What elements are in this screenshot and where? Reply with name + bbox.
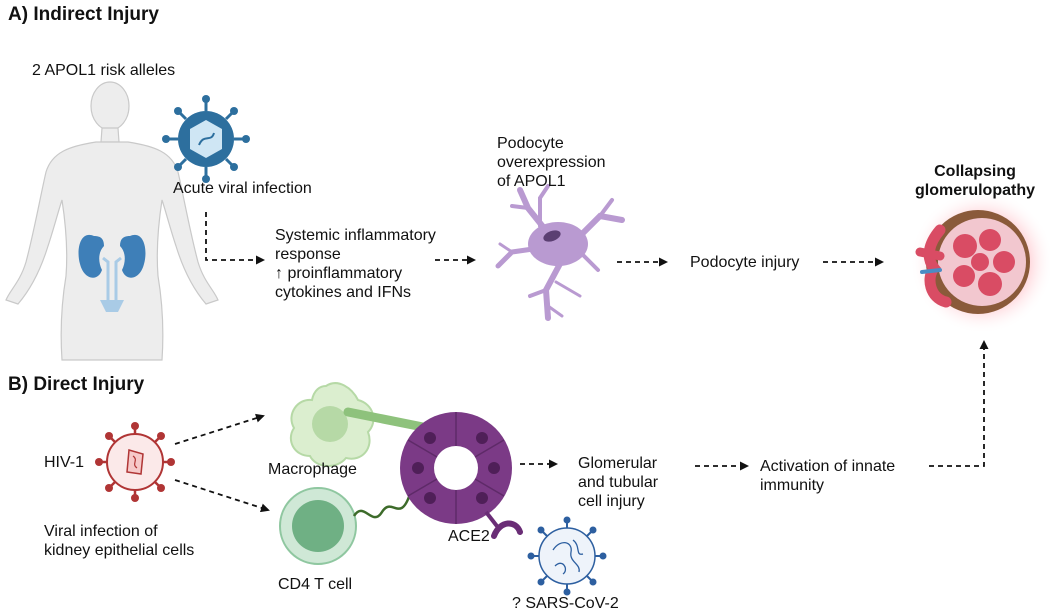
glom-line-1: Glomerular xyxy=(578,455,658,472)
sars-cov-2-icon xyxy=(527,516,607,596)
tcell-ace2-link xyxy=(352,493,412,519)
innate-line-2: immunity xyxy=(760,477,825,494)
outcome-line-2: glomerulopathy xyxy=(914,182,1035,199)
sars-cov-2-label: ? SARS-CoV-2 xyxy=(512,595,619,612)
macrophage-icon xyxy=(289,382,375,467)
macrophage-ace2-link xyxy=(343,407,433,433)
cd4-t-cell-icon xyxy=(279,487,357,565)
cd4-t-cell-label: CD4 T cell xyxy=(278,576,353,593)
glom-line-2: and tubular xyxy=(578,474,659,491)
hiv-virus-icon xyxy=(95,422,175,502)
podocyte-line-1: Podocyte xyxy=(497,135,564,152)
systemic-line-3: ↑ proinflammatory xyxy=(275,265,403,282)
glomerulus-icon xyxy=(910,190,1050,334)
section-b-heading: B) Direct Injury xyxy=(8,374,145,395)
viral-line-2: kidney epithelial cells xyxy=(44,542,195,559)
acute-virus-icon xyxy=(162,95,250,183)
outcome-line-1: Collapsing xyxy=(934,163,1016,180)
arrow-innate-to-glomerulopathy xyxy=(929,340,989,467)
podocyte-injury-label: Podocyte injury xyxy=(690,254,800,271)
section-a-heading: A) Indirect Injury xyxy=(8,4,159,25)
podocyte-nucleus xyxy=(543,230,561,242)
podocyte-body xyxy=(528,222,588,266)
epithelial-cell-ring-icon xyxy=(400,412,512,524)
arrow-hiv-to-macrophage xyxy=(174,413,265,445)
risk-alleles-label: 2 APOL1 risk alleles xyxy=(32,62,176,79)
ace2-receptor-icon xyxy=(491,520,523,539)
systemic-line-2: response xyxy=(275,246,341,263)
glom-line-3: cell injury xyxy=(578,493,645,510)
human-body-icon xyxy=(5,81,219,361)
viral-line-1: Viral infection of xyxy=(44,523,158,540)
systemic-line-4: cytokines and IFNs xyxy=(275,284,412,301)
kidneys-icon xyxy=(78,234,146,312)
arrow-infection-to-systemic xyxy=(205,212,265,265)
systemic-line-1: Systemic inflammatory xyxy=(275,227,436,244)
podocyte-line-3: of APOL1 xyxy=(497,173,566,190)
arrow-hiv-to-tcell xyxy=(174,479,270,513)
macrophage-label: Macrophage xyxy=(268,461,357,478)
acute-viral-infection-label: Acute viral infection xyxy=(173,180,312,197)
ace2-label: ACE2 xyxy=(448,528,490,545)
innate-line-1: Activation of innate xyxy=(760,458,896,475)
hiv-label: HIV-1 xyxy=(44,454,85,471)
podocyte-line-2: overexpression xyxy=(497,154,606,171)
